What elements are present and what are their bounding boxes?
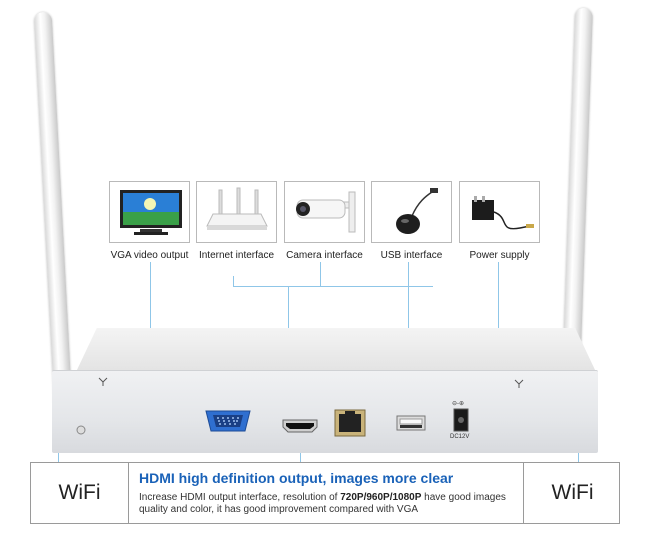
svg-text:⊖-⊕: ⊖-⊕ (452, 401, 464, 407)
camera-thumb (284, 181, 365, 243)
vga-monitor-thumb (109, 181, 190, 243)
hdmi-port (282, 419, 318, 433)
camera-icon (296, 191, 356, 233)
wifi-label-right: WiFi (551, 481, 594, 504)
camera-label: Camera interface (286, 250, 363, 261)
vga-port (204, 409, 252, 433)
dc-jack-icon: ⊖-⊕ (452, 401, 469, 432)
router-thumb (196, 181, 277, 243)
connector-line (150, 262, 151, 364)
power-adapter-icon (472, 196, 534, 230)
mouse-icon (396, 188, 438, 234)
vga-label: VGA video output (110, 250, 189, 261)
screw-icon (76, 425, 86, 435)
lan-port (334, 409, 366, 437)
antenna-symbol-icon (98, 377, 108, 386)
nvr-top-cover (76, 328, 596, 372)
dc-label: DC12V (450, 434, 470, 440)
usb-port-icon (396, 415, 426, 431)
connector-line (320, 262, 321, 286)
vga-port-icon (205, 410, 251, 432)
usb-mouse-thumb (371, 181, 452, 243)
dc-power-port: ⊖-⊕ DC12V (448, 399, 474, 443)
usb-port (396, 415, 426, 431)
info-bar: WiFi HDMI high definition output, images… (30, 462, 620, 524)
hdmi-description: Increase HDMI output interface, resoluti… (139, 492, 506, 515)
power-label: Power supply (469, 250, 530, 261)
nvr-back-panel: ⊖-⊕ DC12V (52, 370, 598, 453)
hdmi-headline: HDMI high definition output, images more… (139, 470, 454, 486)
power-supply-thumb (459, 181, 540, 243)
usb-label: USB interface (380, 250, 443, 261)
antenna-symbol-icon (514, 379, 524, 388)
hdmi-info-panel: HDMI high definition output, images more… (128, 463, 524, 523)
connector-line (233, 276, 234, 286)
resolution-text: 720P/960P/1080P (340, 492, 422, 503)
ethernet-port-icon (334, 409, 366, 437)
router-icon (206, 187, 268, 230)
left-antenna (33, 11, 73, 409)
hdmi-port-icon (282, 419, 318, 433)
internet-label: Internet interface (198, 250, 275, 261)
wifi-label-left: WiFi (58, 481, 101, 504)
monitor-icon (120, 190, 182, 235)
connector-line (233, 286, 433, 287)
